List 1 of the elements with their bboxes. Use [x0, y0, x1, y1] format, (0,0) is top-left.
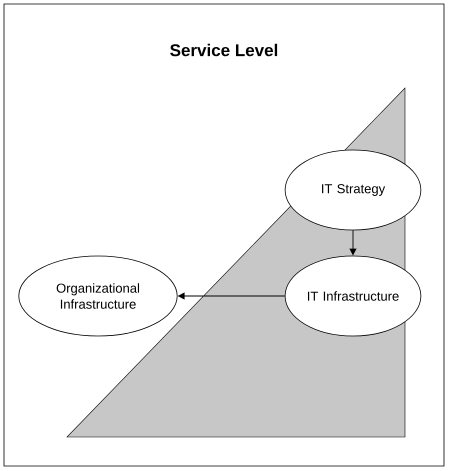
- title: Service Level: [170, 44, 278, 56]
